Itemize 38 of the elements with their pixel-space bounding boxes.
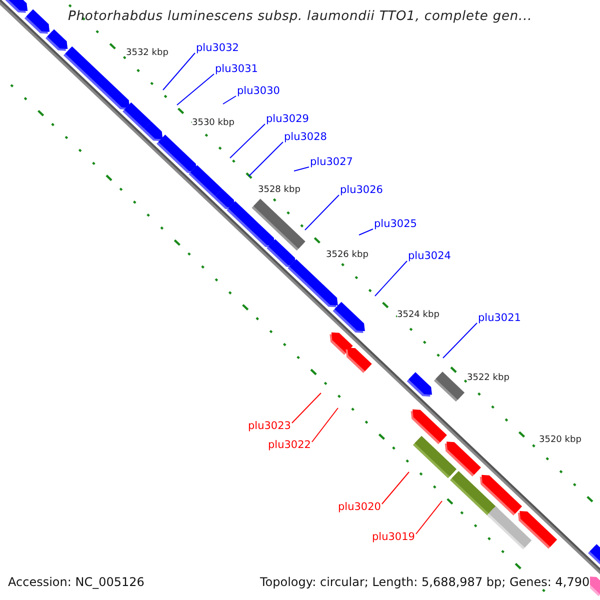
scale-label: 3522 kbp (467, 372, 510, 385)
leader-line (311, 408, 338, 442)
scale-label: 3530 kbp (192, 117, 234, 130)
leader-line (358, 228, 374, 236)
gene-label: plu3025 (374, 218, 417, 231)
gene-label: plu3026 (340, 184, 383, 197)
leader-line (442, 322, 478, 358)
map-title: Photorhabdus luminescens subsp. laumondii TTO1, complete gen... (68, 10, 532, 23)
accession-text: Accession: NC_005126 (8, 576, 144, 589)
scale-label: 3520 kbp (539, 434, 582, 447)
gene-label: plu3023 (248, 420, 291, 433)
gene-label: plu3024 (408, 250, 451, 263)
leader-line (291, 392, 322, 424)
leader-line (230, 124, 266, 158)
leader-line (294, 166, 310, 172)
scale-label: 3532 kbp (126, 47, 168, 60)
gene-label: plu3019 (372, 531, 415, 544)
leader-line (248, 142, 284, 176)
leader-line (374, 260, 408, 296)
gene-label: plu3030 (237, 85, 280, 98)
gene-label: plu3032 (196, 42, 239, 55)
gene-label: plu3028 (284, 131, 327, 144)
gene-label: plu3027 (310, 156, 353, 169)
gene-label: plu3022 (268, 439, 311, 452)
gene-label: plu3020 (338, 501, 381, 514)
gene-label: plu3029 (266, 113, 309, 126)
leader-line (222, 96, 236, 104)
gene-label: plu3031 (215, 63, 258, 76)
scale-label: 3524 kbp (397, 309, 440, 322)
gene-label: plu3021 (478, 312, 521, 325)
leader-line (381, 472, 410, 504)
scale-label: 3528 kbp (258, 184, 300, 197)
leader-line (162, 52, 196, 90)
genome-summary-text: Topology: circular; Length: 5,688,987 bp; Genes: 4,790 (260, 576, 590, 589)
leader-line (176, 74, 214, 106)
leader-line (415, 500, 442, 534)
leader-line (304, 194, 340, 230)
scale-label: 3526 kbp (326, 249, 368, 262)
